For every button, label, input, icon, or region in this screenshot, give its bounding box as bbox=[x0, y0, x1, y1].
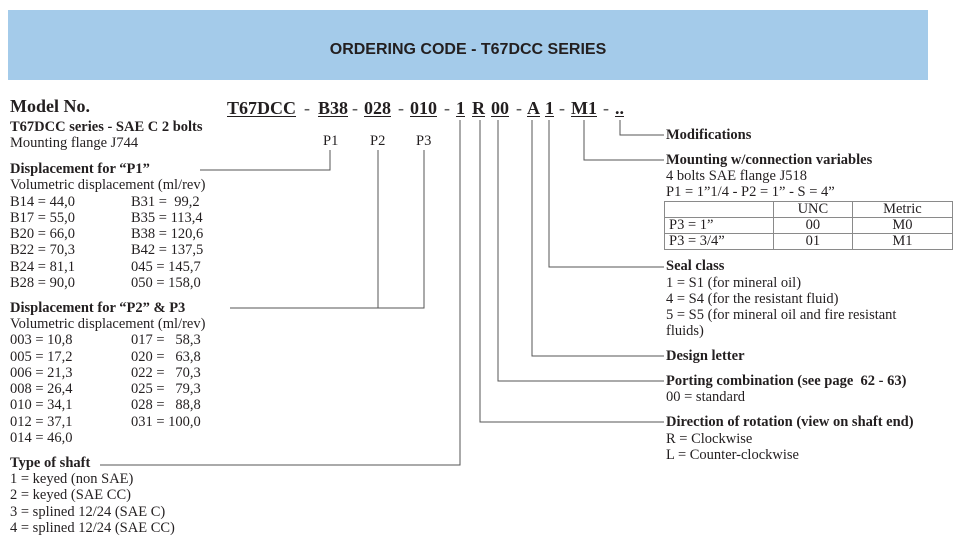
p1-list-item: B24 = 81,1 bbox=[10, 259, 75, 275]
table-row: P3 = 1” 00 M0 bbox=[664, 217, 953, 234]
seal-title: Seal class bbox=[666, 258, 725, 274]
table-cell bbox=[664, 201, 774, 218]
p1-list-item: B38 = 120,6 bbox=[131, 226, 204, 242]
rotation-item: R = Clockwise bbox=[666, 431, 753, 447]
table-row: P3 = 3/4” 01 M1 bbox=[664, 233, 953, 250]
p2-label: P2 bbox=[370, 133, 386, 149]
shaft-title: Type of shaft bbox=[10, 455, 91, 471]
code-dash: - bbox=[398, 98, 404, 118]
table-header-cell: Metric bbox=[851, 201, 953, 218]
code-seg-p3: 010 bbox=[410, 98, 437, 118]
modifications-title: Modifications bbox=[666, 127, 752, 143]
p2p3-list-item: 005 = 17,2 bbox=[10, 349, 73, 365]
mounting-title: Mounting w/connection variables bbox=[666, 152, 873, 168]
shaft-item: 2 = keyed (SAE CC) bbox=[10, 487, 131, 503]
mounting-table: UNC Metric P3 = 1” 00 M0 P3 = 3/4” 01 M1 bbox=[664, 201, 953, 250]
rotation-item: L = Counter-clockwise bbox=[666, 447, 799, 463]
shaft-item: 4 = splined 12/24 (SAE CC) bbox=[10, 520, 175, 536]
p1-label: P1 bbox=[323, 133, 339, 149]
page-title: ORDERING CODE - T67DCC SERIES bbox=[329, 41, 607, 58]
mounting-line: 4 bolts SAE flange J518 bbox=[666, 168, 807, 184]
seal-item: 1 = S1 (for mineral oil) bbox=[666, 275, 802, 291]
code-seg-porting: 00 bbox=[491, 98, 509, 118]
p2p3-list-item: 017 = 58,3 bbox=[131, 332, 201, 348]
seal-item: fluids) bbox=[666, 323, 704, 339]
table-cell: P3 = 3/4” bbox=[664, 233, 774, 250]
code-dash: - bbox=[559, 98, 565, 118]
p1-subtitle: Volumetric displacement (ml/rev) bbox=[10, 177, 206, 193]
table-cell: P3 = 1” bbox=[664, 217, 774, 234]
code-seg-seal: 1 bbox=[545, 98, 554, 118]
p2p3-list-item: 031 = 100,0 bbox=[131, 414, 201, 430]
code-dash: - bbox=[603, 98, 609, 118]
p2p3-subtitle: Volumetric displacement (ml/rev) bbox=[10, 316, 206, 332]
table-header-cell: UNC bbox=[772, 201, 853, 218]
p1-list-item: 050 = 158,0 bbox=[131, 275, 201, 291]
p2p3-list-item: 022 = 70,3 bbox=[131, 365, 201, 381]
p1-list-item: B42 = 137,5 bbox=[131, 242, 204, 258]
code-seg-p2: 028 bbox=[364, 98, 391, 118]
code-seg-shaft: 1 bbox=[456, 98, 465, 118]
code-seg-p1: B38 bbox=[318, 98, 349, 118]
p2p3-list-item: 006 = 21,3 bbox=[10, 365, 73, 381]
porting-item: 00 = standard bbox=[666, 389, 746, 405]
p2p3-list-item: 014 = 46,0 bbox=[10, 430, 73, 446]
seal-item: 4 = S4 (for the resistant fluid) bbox=[666, 291, 839, 307]
shaft-item: 3 = splined 12/24 (SAE C) bbox=[10, 504, 166, 520]
table-cell: M0 bbox=[851, 217, 953, 234]
model-series: T67DCC series - SAE C 2 bolts bbox=[10, 119, 203, 135]
p1-list-item: B31 = 99,2 bbox=[131, 194, 200, 210]
p1-list-item: B28 = 90,0 bbox=[10, 275, 75, 291]
table-cell: M1 bbox=[851, 233, 953, 250]
table-row: UNC Metric bbox=[664, 201, 953, 218]
code-dash: - bbox=[516, 98, 522, 118]
rotation-title: Direction of rotation (view on shaft end… bbox=[666, 414, 914, 430]
code-seg-mounting: M1 bbox=[571, 98, 597, 118]
code-dash: - bbox=[444, 98, 450, 118]
p2p3-list-item: 020 = 63,8 bbox=[131, 349, 201, 365]
p2p3-list-item: 010 = 34,1 bbox=[10, 397, 73, 413]
p3-label: P3 bbox=[416, 133, 432, 149]
p1-list-item: B20 = 66,0 bbox=[10, 226, 75, 242]
porting-title: Porting combination (see page 62 - 63) bbox=[666, 373, 907, 389]
p2p3-list-item: 025 = 79,3 bbox=[131, 381, 201, 397]
code-seg-design: A bbox=[527, 98, 540, 118]
header-banner: ORDERING CODE - T67DCC SERIES bbox=[8, 10, 928, 80]
table-cell: 00 bbox=[772, 217, 853, 234]
seal-item: 5 = S5 (for mineral oil and fire resista… bbox=[666, 307, 897, 323]
table-cell: 01 bbox=[772, 233, 853, 250]
shaft-item: 1 = keyed (non SAE) bbox=[10, 471, 134, 487]
p2p3-list-item: 008 = 26,4 bbox=[10, 381, 73, 397]
model-flange: Mounting flange J744 bbox=[10, 135, 139, 151]
code-seg-modifications: .. bbox=[615, 98, 624, 118]
code-seg-rotation: R bbox=[472, 98, 485, 118]
p2p3-list-item: 012 = 37,1 bbox=[10, 414, 73, 430]
p1-list-item: B17 = 55,0 bbox=[10, 210, 75, 226]
p2p3-list-item: 003 = 10,8 bbox=[10, 332, 73, 348]
p1-title: Displacement for “P1” bbox=[10, 161, 150, 177]
p1-list-item: B22 = 70,3 bbox=[10, 242, 75, 258]
p1-list-item: 045 = 145,7 bbox=[131, 259, 201, 275]
design-title: Design letter bbox=[666, 348, 745, 364]
p1-list-item: B35 = 113,4 bbox=[131, 210, 203, 226]
mounting-line: P1 = 1”1/4 - P2 = 1” - S = 4” bbox=[666, 184, 835, 200]
code-dash: - bbox=[352, 98, 358, 118]
p2p3-list-item: 028 = 88,8 bbox=[131, 397, 201, 413]
code-dash: - bbox=[304, 98, 310, 118]
p1-list-item: B14 = 44,0 bbox=[10, 194, 75, 210]
p2p3-title: Displacement for “P2” & P3 bbox=[10, 300, 186, 316]
model-title: Model No. bbox=[10, 96, 90, 116]
code-seg-series: T67DCC bbox=[227, 98, 297, 118]
